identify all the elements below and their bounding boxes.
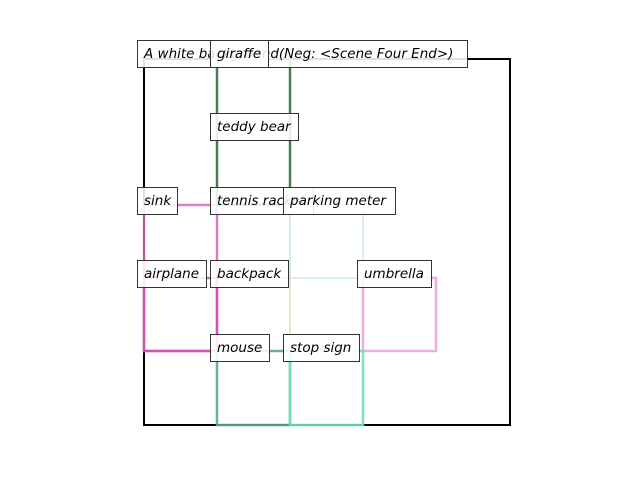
label-teddy-bear: teddy bear xyxy=(210,113,299,141)
label-parking-meter: parking meter xyxy=(283,187,396,215)
label-mouse: mouse xyxy=(210,334,270,362)
box-parking-meter xyxy=(289,204,364,279)
scene-border xyxy=(143,58,511,426)
label-giraffe: giraffe xyxy=(210,40,269,68)
box-mouse xyxy=(215,349,292,427)
label-airplane: airplane xyxy=(137,260,207,288)
caption-label: A white background(Neg: <Scene Four End>… xyxy=(137,40,468,68)
box-stop-sign xyxy=(288,349,365,427)
box-airplane xyxy=(142,276,219,353)
label-backpack: backpack xyxy=(210,260,289,288)
label-sink: sink xyxy=(137,187,178,215)
label-stop-sign: stop sign xyxy=(283,334,360,362)
label-umbrella: umbrella xyxy=(357,260,432,288)
box-umbrella xyxy=(361,276,438,353)
